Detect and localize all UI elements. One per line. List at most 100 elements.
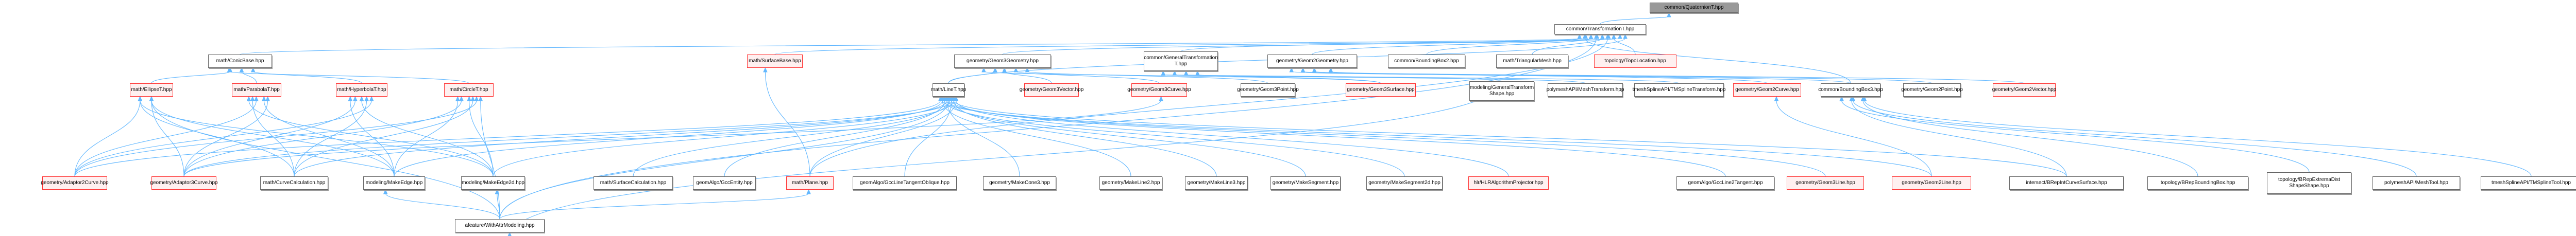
node-mkline2[interactable]: geometry/MakeLine2.hpp bbox=[1099, 176, 1162, 190]
edge-gccent-to-line bbox=[724, 100, 945, 177]
node-gcc2t[interactable]: geomAlgo/GccLine2Tangent.hpp bbox=[1676, 176, 1774, 190]
node-surfcalc[interactable]: math/SurfaceCalculation.hpp bbox=[594, 176, 673, 190]
edge-attrmod-to-ellipse bbox=[151, 100, 500, 220]
edge-plane-to-surfbase bbox=[765, 71, 810, 177]
edge-surfcalc-to-line bbox=[633, 100, 950, 177]
edge-arrowhead bbox=[359, 96, 364, 101]
edge-arrowhead bbox=[1025, 67, 1030, 72]
edge-arrowhead bbox=[250, 96, 255, 101]
node-g2vec[interactable]: geometry/Geom2Vector.hpp bbox=[1992, 83, 2056, 97]
edge-trimesh-to-trans bbox=[1532, 38, 1603, 55]
node-brepint[interactable]: intersect/BRepIntCurveSurface.hpp bbox=[2009, 176, 2124, 190]
node-surfbase[interactable]: math/SurfaceBase.hpp bbox=[747, 55, 803, 68]
node-g3geom[interactable]: geometry/Geom3Geometry.hpp bbox=[954, 55, 1051, 68]
edge-arrowhead bbox=[1002, 67, 1007, 72]
node-hlr[interactable]: hlr/HLRAlgorithmProjector.hpp bbox=[1468, 176, 1549, 190]
node-hyperbola[interactable]: math/HyperbolaT.hpp bbox=[336, 83, 387, 97]
node-gentrans[interactable]: common/GeneralTransformation T.hpp bbox=[1144, 51, 1218, 71]
edge-ad3-to-circle bbox=[183, 100, 462, 177]
edge-ad3-to-ellipse bbox=[151, 100, 184, 177]
node-curvecalc[interactable]: math/CurveCalculation.hpp bbox=[260, 176, 328, 190]
edge-arrowhead bbox=[1588, 33, 1594, 39]
edge-gentransshape-to-attrmod bbox=[509, 81, 1502, 236]
node-mkedge[interactable]: modeling/MakeEdge.hpp bbox=[363, 176, 425, 190]
node-parabola[interactable]: math/ParabolaT.hpp bbox=[232, 83, 281, 97]
node-trans[interactable]: common/TransformationT.hpp bbox=[1554, 24, 1646, 34]
edge-mkline2-to-line bbox=[942, 100, 1131, 177]
edge-g2geom-to-trans bbox=[1312, 38, 1580, 55]
edge-hyperbola-to-conic bbox=[252, 71, 362, 84]
node-g3point[interactable]: geometry/Geom3Point.hpp bbox=[1237, 83, 1299, 97]
edge-arrowhead bbox=[348, 96, 353, 101]
node-tmtrans[interactable]: tmeshSplineAPI/TMSplineTransform.hpp bbox=[1633, 83, 1725, 97]
node-g2geom[interactable]: geometry/Geom2Geometry.hpp bbox=[1267, 55, 1357, 68]
edge-arrowhead bbox=[227, 67, 232, 72]
node-mkline3[interactable]: geometry/MakeLine3.hpp bbox=[1185, 176, 1248, 190]
edge-ad2-to-ellipse bbox=[74, 100, 141, 177]
node-mkseg2d[interactable]: geometry/MakeSegment2d.hpp bbox=[1366, 176, 1443, 190]
node-plane[interactable]: math/Plane.hpp bbox=[786, 176, 834, 190]
edge-arrowhead bbox=[1289, 67, 1294, 72]
edge-arrowhead bbox=[951, 96, 956, 101]
node-meshtool[interactable]: polymeshAPI/MeshTool.hpp bbox=[2372, 176, 2460, 190]
edge-attrmod-to-mkedge2d bbox=[497, 193, 500, 220]
node-gccobl[interactable]: geomAlgo/GccLineTangentOblique.hpp bbox=[853, 176, 957, 190]
edge-gccobl-to-line bbox=[904, 100, 952, 177]
edge-arrowhead bbox=[364, 96, 369, 101]
node-line[interactable]: math/LineT.hpp bbox=[931, 83, 966, 97]
node-g3vec[interactable]: geometry/Geom3Vector.hpp bbox=[1020, 83, 1083, 97]
edge-arrowhead bbox=[1159, 96, 1163, 101]
node-trimesh[interactable]: math/TriangularMesh.hpp bbox=[1496, 55, 1568, 68]
node-ellipse[interactable]: math/EllipseT.hpp bbox=[130, 83, 173, 97]
edge-arrowhead bbox=[981, 67, 986, 72]
edge-gentrans-to-trans bbox=[1180, 38, 1620, 52]
node-mkedge2d[interactable]: modeling/MakeEdge2d.hpp bbox=[461, 176, 525, 190]
node-g2line[interactable]: geometry/Geom2Line.hpp bbox=[1892, 176, 1971, 190]
edge-brepbb-to-bb3 bbox=[1862, 100, 2198, 177]
node-g2point[interactable]: geometry/Geom2Point.hpp bbox=[1901, 83, 1963, 97]
node-meshtrans[interactable]: polymeshAPI/MeshTransform.hpp bbox=[1547, 83, 1624, 97]
edge-mkedge2d-to-hyperbola bbox=[361, 100, 494, 177]
edge-arrowhead bbox=[763, 67, 768, 72]
edge-arrowhead bbox=[1195, 70, 1200, 76]
edge-arrowhead bbox=[1300, 67, 1306, 72]
node-gentransshape[interactable]: modeling/GeneralTransform Shape.hpp bbox=[1469, 81, 1534, 101]
node-mkcone[interactable]: geometry/MakeCone3.hpp bbox=[983, 176, 1056, 190]
node-g2curve[interactable]: geometry/Geom2Curve.hpp bbox=[1733, 83, 1801, 97]
node-g3curve[interactable]: geometry/Geom3Curve.hpp bbox=[1127, 83, 1191, 97]
edge-attrmod-to-plane bbox=[499, 193, 809, 220]
edge-plane-to-line bbox=[809, 100, 957, 177]
node-brepbb[interactable]: topology/BRepBoundingBox.hpp bbox=[2147, 176, 2248, 190]
edge-arrowhead bbox=[1623, 33, 1628, 39]
edge-arrowhead bbox=[239, 67, 244, 72]
edge-mkedge2d-to-line bbox=[493, 100, 955, 177]
node-gccent[interactable]: geomAlgo/GccEntity.hpp bbox=[693, 176, 756, 190]
node-topoloc[interactable]: topology/TopoLocation.hpp bbox=[1594, 55, 1676, 68]
edge-mkedge-to-circle bbox=[394, 100, 458, 177]
edge-arrowhead bbox=[495, 189, 500, 194]
node-ad2[interactable]: geometry/Adaptor2Curve.hpp bbox=[41, 176, 109, 190]
edge-g3surf-to-g3geom bbox=[983, 71, 1381, 84]
node-conic[interactable]: math/ConicBase.hpp bbox=[208, 55, 272, 68]
edge-mkedge-to-ellipse bbox=[151, 100, 395, 177]
node-g3surf[interactable]: geometry/Geom3Surface.hpp bbox=[1346, 83, 1416, 97]
node-g3line[interactable]: geometry/Geom3Line.hpp bbox=[1787, 176, 1864, 190]
edge-g3curve-to-g3geom bbox=[1015, 71, 1160, 84]
node-ad3[interactable]: geometry/Adaptor3Curve.hpp bbox=[150, 176, 218, 190]
node-bb2[interactable]: common/BoundingBox2.hpp bbox=[1388, 55, 1465, 68]
edge-ellipse-to-conic bbox=[151, 71, 231, 84]
node-circle[interactable]: math/CircleT.hpp bbox=[444, 83, 494, 97]
node-brepext[interactable]: topology/BRepExtremaDist ShapeShape.hpp bbox=[2267, 172, 2351, 194]
node-bb3[interactable]: common/BoundingBox3.hpp bbox=[1818, 83, 1883, 97]
edge-arrowhead bbox=[1667, 12, 1671, 17]
edge-g2point-to-g2geom bbox=[1302, 71, 1933, 84]
node-quat[interactable]: common/QuaternionT.hpp bbox=[1650, 3, 1738, 13]
edge-trans-to-quat bbox=[1600, 16, 1669, 25]
node-attrmod[interactable]: afeature/WithAttrModeling.hpp bbox=[455, 219, 545, 232]
edge-arrowhead bbox=[149, 96, 154, 101]
node-mkseg[interactable]: geometry/MakeSegment.hpp bbox=[1270, 176, 1341, 190]
edge-arrowhead bbox=[1183, 70, 1189, 76]
edge-g2vec-to-g2geom bbox=[1314, 71, 2025, 84]
node-tmtool[interactable]: tmeshSplineAPI/TMSplineTool.hpp bbox=[2481, 176, 2576, 190]
